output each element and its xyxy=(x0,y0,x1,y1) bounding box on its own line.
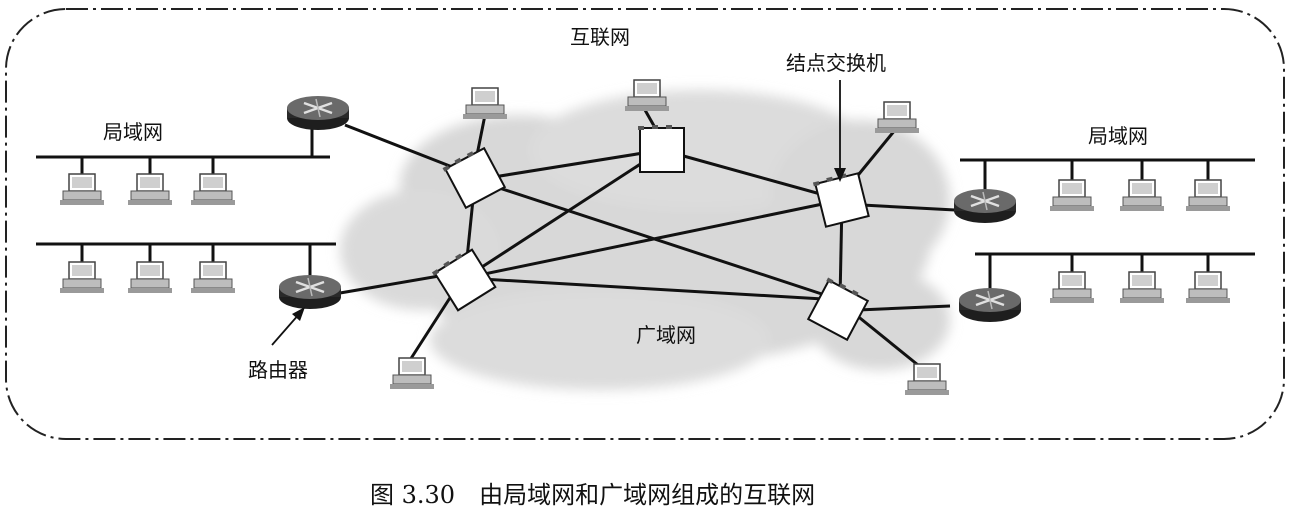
computer-icon xyxy=(389,357,435,390)
computer-icon xyxy=(1119,179,1165,212)
computer-icon xyxy=(462,87,508,120)
computer-icon xyxy=(1049,179,1095,212)
switch-node-label: 结点交换机 xyxy=(786,51,886,75)
computer-icon xyxy=(1049,271,1095,304)
router-icon xyxy=(285,94,351,132)
computer-icon xyxy=(1185,271,1231,304)
computer-icon xyxy=(1185,179,1231,212)
router-icon xyxy=(957,286,1023,324)
computer-icon xyxy=(1119,271,1165,304)
router-links xyxy=(339,123,956,312)
switch-label-arrow xyxy=(834,80,846,182)
computer-icon xyxy=(190,261,236,294)
lan-right-top xyxy=(960,158,1255,198)
router-icon xyxy=(277,273,343,311)
lan-right-label: 局域网 xyxy=(1088,124,1148,148)
computer-icon xyxy=(127,173,173,206)
lan-left-bottom xyxy=(36,242,336,280)
computer-icon xyxy=(59,173,105,206)
wan-links xyxy=(463,148,844,302)
internet-boundary xyxy=(5,8,1285,440)
computer-icon xyxy=(190,173,236,206)
router-icon xyxy=(952,187,1018,225)
lan-left-top xyxy=(36,128,330,175)
figure-caption: 图 3.30 由局域网和广域网组成的互联网 xyxy=(370,481,815,509)
computer-icon xyxy=(874,101,920,134)
router-label: 路由器 xyxy=(248,358,308,382)
router-label-arrow xyxy=(271,307,305,346)
computer-icon xyxy=(904,363,950,396)
wan-label: 广域网 xyxy=(636,323,696,347)
packet-switch-icon xyxy=(637,124,685,173)
computer-icon xyxy=(59,261,105,294)
computer-icon xyxy=(127,261,173,294)
internet-label: 互联网 xyxy=(570,25,630,49)
lan-left-label: 局域网 xyxy=(103,120,163,144)
